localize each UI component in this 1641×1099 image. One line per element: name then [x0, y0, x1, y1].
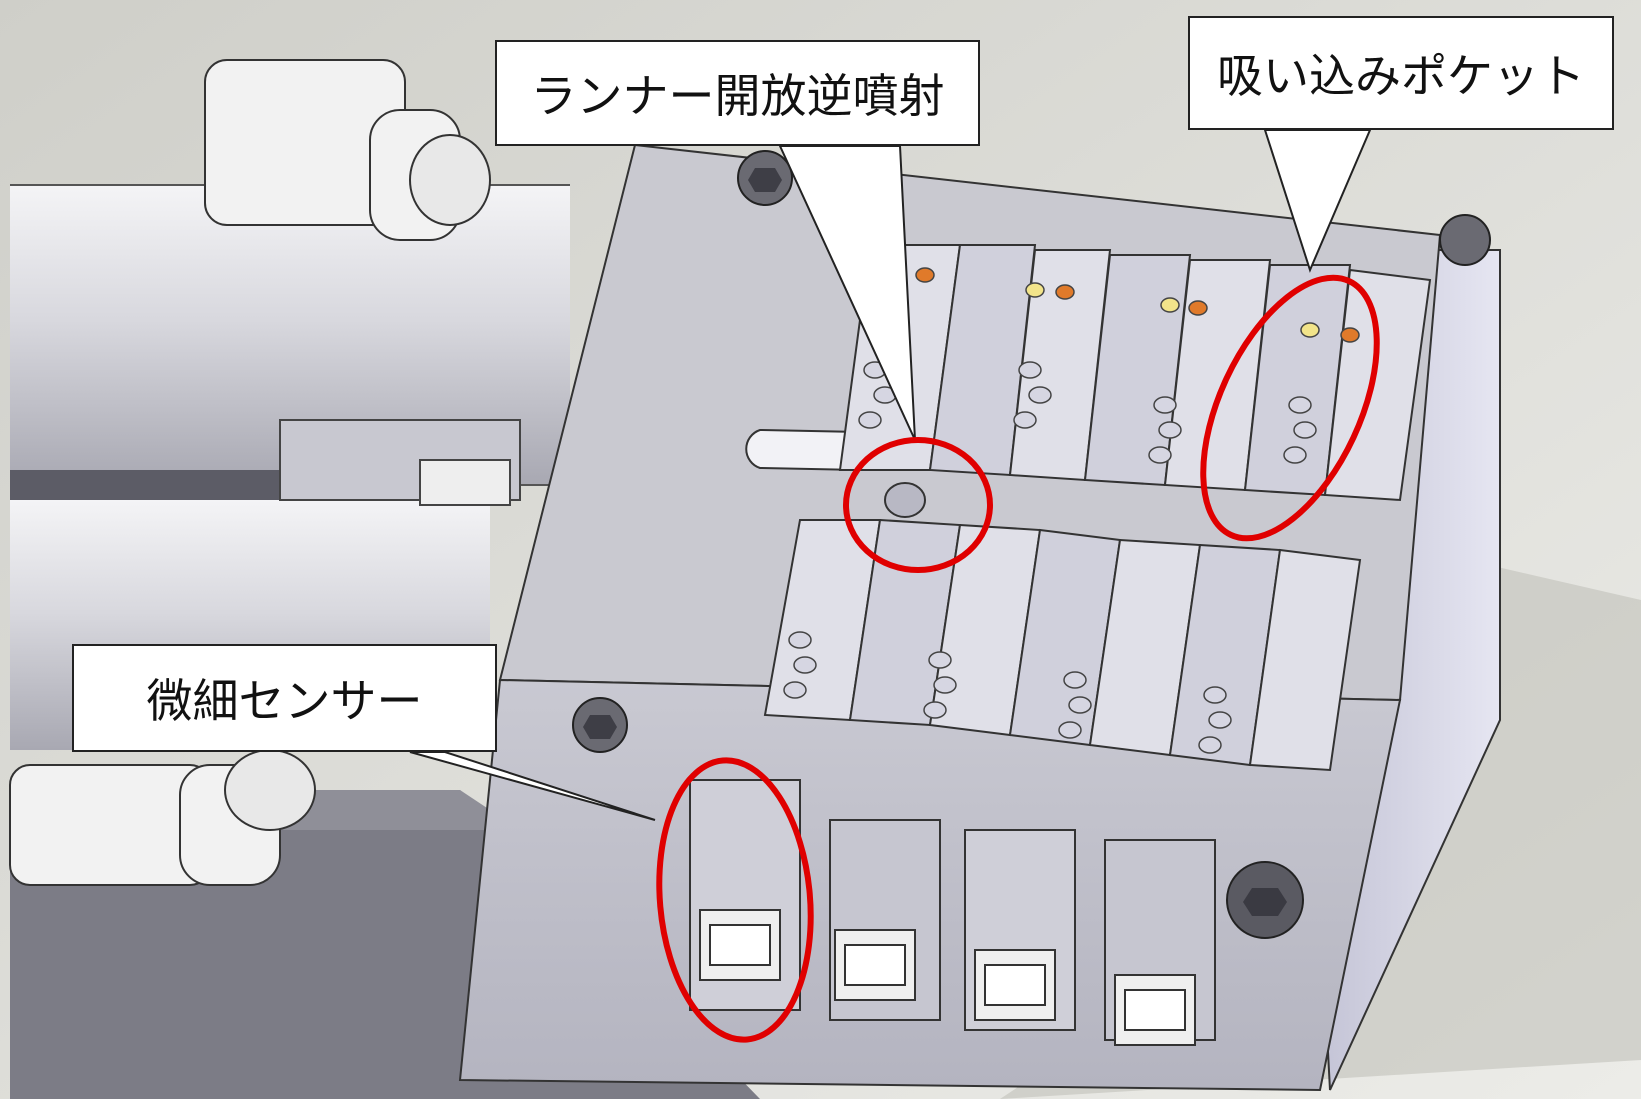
callout-runner-reverse-jet: ランナー開放逆噴射 [495, 40, 980, 146]
vacuum-holes-upper [858, 361, 1317, 464]
highlight-pocket [1200, 274, 1380, 542]
highlight-rings [656, 274, 1380, 1043]
vacuum-holes-lower [783, 631, 1232, 754]
air-nozzles [915, 267, 1360, 343]
cylinder-rod-bracket [279, 419, 521, 506]
highlight-sensor [656, 757, 814, 1043]
callout-suction-pocket: 吸い込みポケット [1188, 16, 1614, 130]
air-fitting-top [204, 59, 491, 241]
sensor-modules [689, 779, 1216, 1046]
air-fitting-bottom [9, 749, 316, 886]
hex-screw-left-front [572, 697, 628, 753]
callout-micro-sensor: 微細センサー [72, 644, 497, 752]
hex-screw-right [1439, 214, 1491, 266]
hex-screw-right-front [1226, 861, 1304, 939]
hex-screw-top [737, 150, 793, 206]
highlight-runner [843, 437, 993, 573]
callout-pointers [409, 129, 1372, 821]
center-hole [884, 482, 926, 518]
lower-rails [763, 518, 1362, 772]
